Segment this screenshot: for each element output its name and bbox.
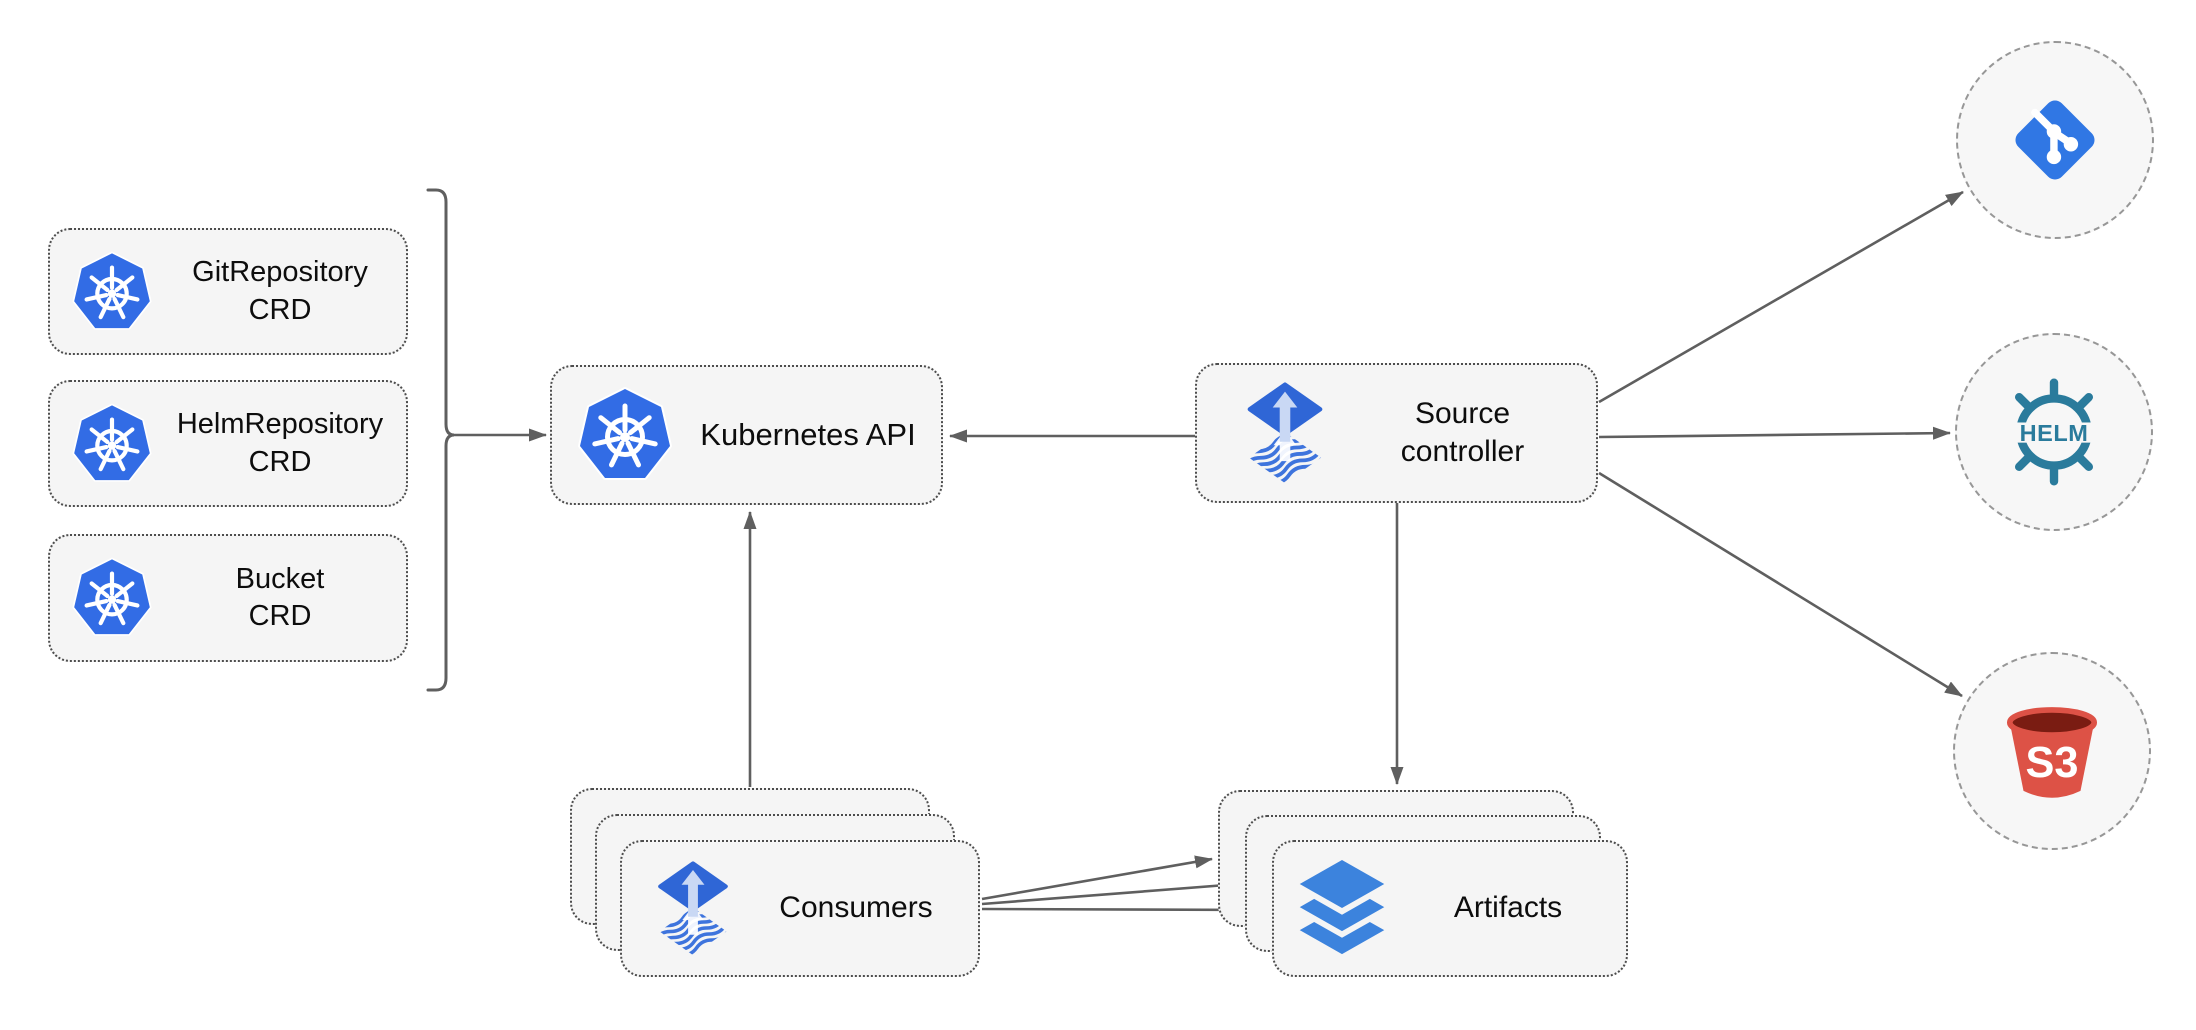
crd-group-bracket	[426, 188, 455, 692]
flux-icon	[652, 861, 734, 956]
kubernetes-icon	[70, 250, 154, 334]
helm-icon: HELM	[2013, 378, 2095, 486]
node-gitrepository-crd: GitRepository CRD	[48, 228, 408, 355]
node-helmrepository-crd: HelmRepository CRD	[48, 380, 408, 507]
edge-source-controller-to-s3	[1598, 471, 1963, 698]
kubernetes-icon	[70, 402, 154, 486]
crd-label: Bucket CRD	[235, 562, 325, 632]
node-bucket-crd: Bucket CRD	[48, 534, 408, 662]
node-git-source	[1956, 41, 2154, 239]
crd-label: GitRepository CRD	[192, 256, 368, 326]
s3-logo-text: S3	[2026, 739, 2079, 787]
edge-source-controller-to-helm	[1598, 426, 1951, 440]
helm-logo-text: HELM	[2020, 420, 2089, 446]
node-s3-source: S3	[1953, 652, 2151, 850]
node-consumers: Consumers	[620, 840, 980, 977]
node-artifacts: Artifacts	[1272, 840, 1628, 977]
artifacts-label: Artifacts	[1453, 891, 1563, 925]
node-helm-source: HELM	[1955, 333, 2153, 531]
git-icon	[2002, 87, 2108, 193]
edge-consumers-to-artifacts-1	[981, 855, 1213, 901]
layers-icon	[1294, 858, 1390, 960]
source-controller-label: Source controller	[1400, 396, 1525, 468]
flux-icon	[1241, 382, 1329, 484]
edge-consumers-to-artifacts-2	[981, 878, 1240, 906]
kubernetes-icon	[575, 385, 675, 485]
s3-bucket-icon: S3	[2006, 707, 2098, 798]
kubernetes-api-label: Kubernetes API	[700, 417, 916, 453]
kubernetes-icon	[70, 556, 154, 640]
node-kubernetes-api: Kubernetes API	[550, 365, 943, 505]
node-source-controller: Source controller	[1195, 363, 1598, 503]
crd-label: HelmRepository CRD	[176, 408, 384, 478]
consumers-label: Consumers	[779, 891, 933, 925]
edge-source-controller-to-git	[1598, 190, 1964, 404]
